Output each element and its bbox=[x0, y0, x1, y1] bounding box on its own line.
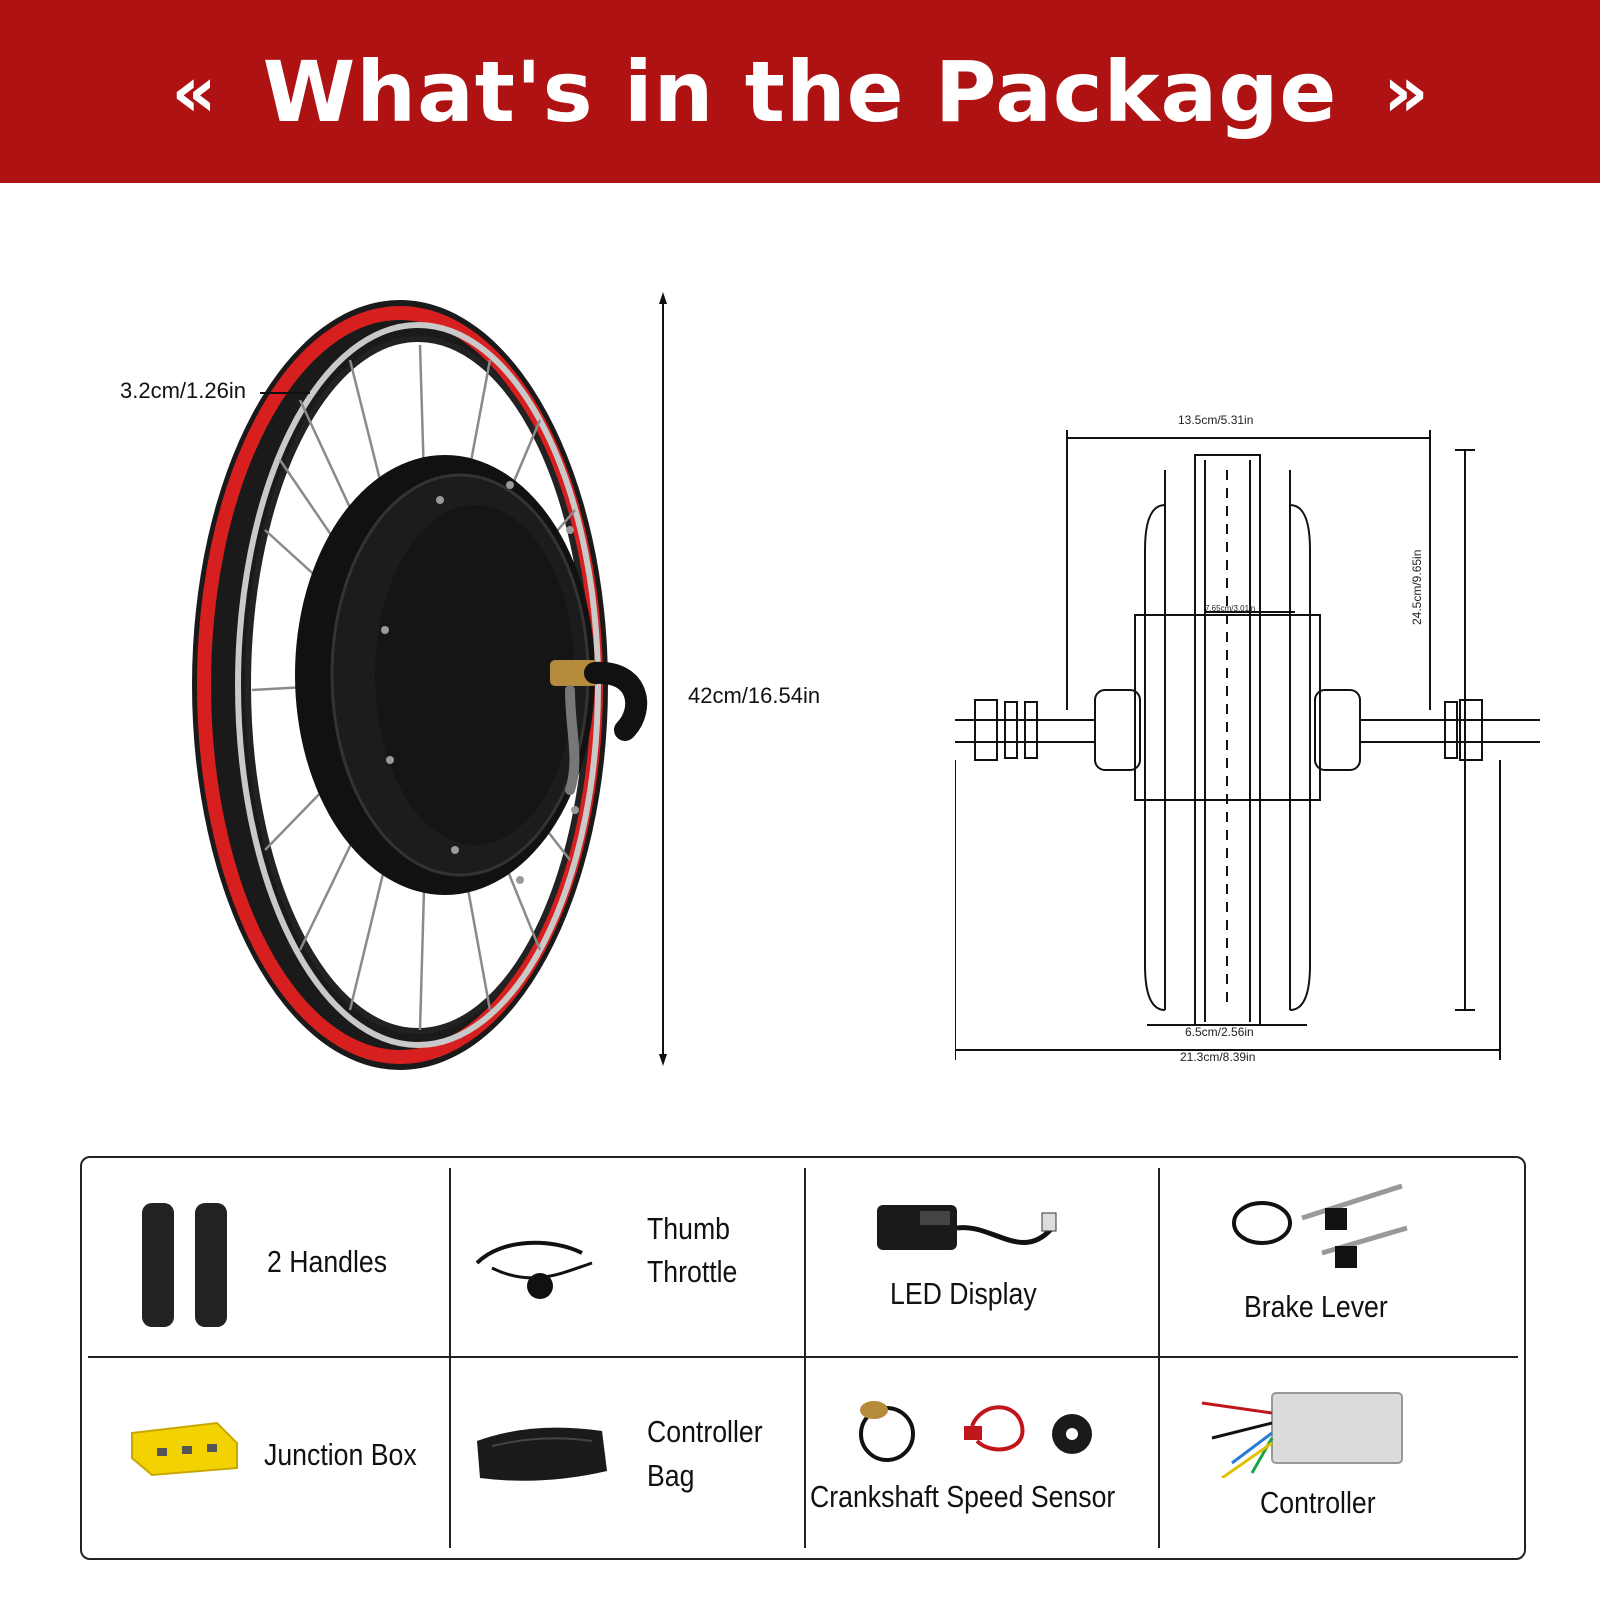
item-label-led-display: LED Display bbox=[890, 1276, 1037, 1311]
grid-divider bbox=[1158, 1168, 1160, 1548]
grid-divider bbox=[804, 1168, 806, 1548]
rim-width-label: 3.2cm/1.26in bbox=[120, 378, 246, 403]
item-label-crankshaft-speed-sensor: Crankshaft Speed Sensor bbox=[810, 1479, 1116, 1514]
item-label-handles: 2 Handles bbox=[267, 1244, 388, 1279]
grid-divider bbox=[449, 1168, 451, 1548]
item-label-controller: Controller bbox=[1260, 1485, 1376, 1520]
controller-bag-icon bbox=[472, 1416, 617, 1501]
inner-width-label: 7.65cm/3.01in bbox=[1205, 604, 1256, 613]
thumb-throttle-icon bbox=[472, 1218, 602, 1313]
double-chevron-left-icon: « bbox=[171, 50, 217, 133]
double-chevron-right-icon: » bbox=[1383, 50, 1429, 133]
height-label: 24.5cm/9.65in bbox=[1410, 549, 1424, 625]
hub-motor-wheel-figure: 3.2cm/1.26in 42cm/16.54in bbox=[100, 290, 860, 1090]
total-axle-label: 21.3cm/8.39in bbox=[1180, 1050, 1256, 1064]
wheel-height-label: 42cm/16.54in bbox=[688, 683, 821, 708]
junction-box-icon bbox=[127, 1413, 242, 1488]
header-banner: « What's in the Package » bbox=[0, 0, 1600, 183]
item-label-thumb-throttle-1: Thumb bbox=[647, 1211, 730, 1246]
led-display-icon bbox=[872, 1193, 1072, 1268]
brake-lever-icon bbox=[1227, 1168, 1417, 1283]
handle-grips-icon bbox=[137, 1198, 237, 1333]
controller-icon bbox=[1192, 1383, 1412, 1483]
top-width-label: 13.5cm/5.31in bbox=[1178, 413, 1254, 427]
grid-divider bbox=[88, 1356, 1518, 1358]
bottom-inner-label: 6.5cm/2.56in bbox=[1185, 1025, 1254, 1039]
speed-sensor-icon bbox=[852, 1396, 1102, 1471]
item-label-junction-box: Junction Box bbox=[264, 1437, 417, 1472]
item-label-thumb-throttle-2: Throttle bbox=[647, 1254, 738, 1289]
hub-motor-wheel-icon bbox=[192, 292, 667, 1070]
item-label-brake-lever: Brake Lever bbox=[1244, 1289, 1388, 1324]
page-title: What's in the Package bbox=[262, 42, 1338, 141]
package-contents-grid: 2 Handles Thumb Throttle LED Display Bra… bbox=[80, 1156, 1526, 1560]
motor-cross-section-icon bbox=[955, 430, 1540, 1060]
item-label-controller-bag-1: Controller bbox=[647, 1414, 763, 1449]
item-label-controller-bag-2: Bag bbox=[647, 1458, 695, 1493]
motor-dimension-diagram: 13.5cm/5.31in 7.65cm/3.01in 24.5cm/9.65i… bbox=[955, 410, 1540, 1080]
